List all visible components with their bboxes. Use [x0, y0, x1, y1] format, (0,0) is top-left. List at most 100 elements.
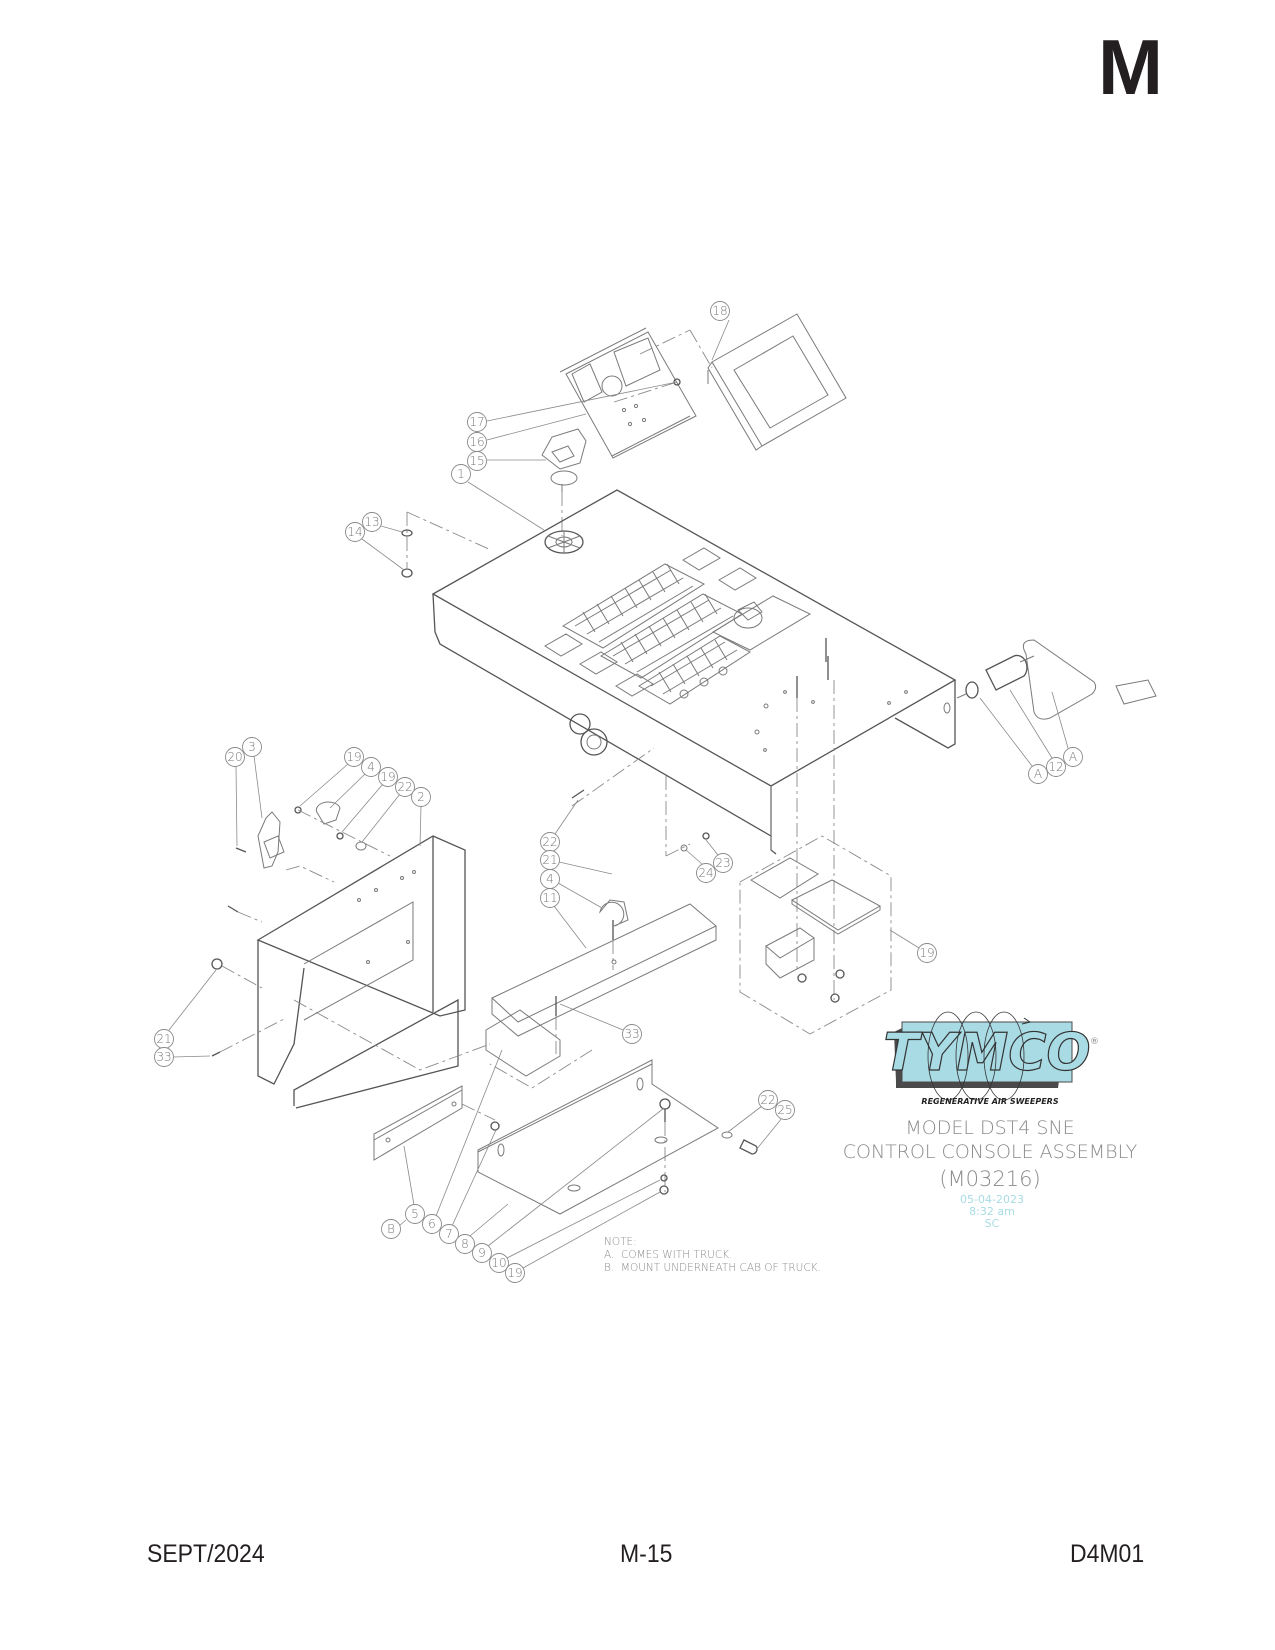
callout-circle: [467, 451, 487, 471]
callout-bubble: B: [381, 1219, 401, 1239]
notes-heading: NOTE:: [604, 1236, 637, 1248]
callout-circle: [467, 412, 487, 432]
callout-bubble: 10: [489, 1253, 509, 1273]
callout-circle: [1028, 764, 1048, 784]
callout-label: 4: [367, 760, 375, 774]
callout-label: 17: [469, 415, 484, 429]
callout-bubble: 15: [467, 451, 487, 471]
callout-label: 19: [507, 1266, 522, 1280]
callout-circle: [713, 853, 733, 873]
lower-angle-bracket: [373, 1085, 500, 1161]
callout-label: 20: [227, 750, 242, 764]
callout-label: 19: [346, 750, 361, 764]
callout-label: 14: [347, 525, 362, 539]
callout-circle: [472, 1243, 492, 1263]
callout-label: 22: [760, 1093, 775, 1107]
callout-label: 13: [364, 515, 379, 529]
callout-circle: [381, 1219, 401, 1239]
callout-circle: [439, 1224, 459, 1244]
stamp-date: 05-04-2023: [960, 1193, 1024, 1206]
assembly-name: CONTROL CONSOLE ASSEMBLY: [843, 1141, 1138, 1163]
callout-label: 6: [428, 1217, 436, 1231]
section-letter: M: [1098, 23, 1163, 111]
callout-circle: [917, 943, 937, 963]
callout-bubble: 6: [422, 1214, 442, 1234]
callout-circle: [225, 747, 245, 767]
callout-bubble: 7: [439, 1224, 459, 1244]
callout-label: B: [387, 1222, 395, 1236]
console-mount-hardware: [401, 511, 492, 578]
callout-label: 19: [919, 946, 934, 960]
callout-label: 24: [698, 866, 713, 880]
callout-circle: [395, 777, 415, 797]
mounting-bracket: [211, 835, 491, 1109]
callout-bubble: 4: [361, 757, 381, 777]
callout-label: 22: [542, 835, 557, 849]
callout-bubble: 14: [345, 522, 365, 542]
callout-bubble: 4: [540, 869, 560, 889]
callout-circle: [540, 888, 560, 908]
callout-bubble: 33: [622, 1024, 642, 1044]
callout-label: 9: [478, 1246, 486, 1260]
callout-circle: [696, 863, 716, 883]
callout-label: 4: [546, 872, 554, 886]
callout-label: 25: [777, 1103, 792, 1117]
callout-label: 19: [380, 770, 395, 784]
callout-bubble: 23: [713, 853, 733, 873]
callout-circle: [489, 1253, 509, 1273]
callout-bubble: 11: [540, 888, 560, 908]
assembly-part-number: (M03216): [939, 1167, 1040, 1191]
callout-label: 16: [469, 435, 484, 449]
callout-circle: [775, 1100, 795, 1120]
callout-circle: [710, 301, 730, 321]
callout-label: 7: [445, 1227, 453, 1241]
callout-bubble: 9: [472, 1243, 492, 1263]
relay-box: [739, 835, 892, 1035]
callout-circle: [622, 1024, 642, 1044]
callout-bubble: 22: [540, 832, 560, 852]
callout-label: 33: [624, 1027, 639, 1041]
stamp-time: 8:32 am: [969, 1205, 1015, 1218]
clamp-hardware: [294, 801, 391, 857]
callout-label: 12: [1048, 760, 1063, 774]
callout-circle: [361, 757, 381, 777]
note-b: B. MOUNT UNDERNEATH CAB OF TRUCK.: [604, 1262, 821, 1274]
callout-circle: [1046, 757, 1066, 777]
callout-bubble: 13: [362, 512, 382, 532]
callout-label: 3: [248, 740, 256, 754]
callout-circle: [505, 1263, 525, 1283]
callout-bubble: 5: [405, 1204, 425, 1224]
callout-label: 15: [469, 454, 484, 468]
swivel-mount: [541, 428, 587, 536]
callout-bubble: 12: [1046, 757, 1066, 777]
logo-wordmark: TYMCO: [883, 1023, 1090, 1083]
callout-label: 1: [457, 467, 465, 481]
stamp-initials: SC: [985, 1217, 1000, 1230]
callout-label: 2: [417, 790, 425, 804]
callout-circle: [411, 787, 431, 807]
callout-bubble: 21: [154, 1029, 174, 1049]
callout-label: 8: [461, 1237, 469, 1251]
callout-label: 21: [542, 853, 557, 867]
callout-bubble: A: [1028, 764, 1048, 784]
callout-bubble: 21: [540, 850, 560, 870]
callout-label: 11: [542, 891, 557, 905]
callout-bubble: 22: [395, 777, 415, 797]
lower-mount-angle: [477, 1049, 758, 1215]
callout-circle: [422, 1214, 442, 1234]
callout-bubble: 19: [505, 1263, 525, 1283]
callout-bubble: 3: [242, 737, 262, 757]
callout-bubble: 24: [696, 863, 716, 883]
callout-bubble: 19: [917, 943, 937, 963]
leader-lines: [168, 319, 1069, 1269]
note-a: A. COMES WITH TRUCK.: [604, 1249, 732, 1261]
callout-circle: [455, 1234, 475, 1254]
footer-doc-code: D4M01: [1070, 1540, 1145, 1568]
display-screen: [707, 313, 847, 451]
callout-circle: [154, 1047, 174, 1067]
callout-bubble: 16: [467, 432, 487, 452]
callout-bubble: 19: [344, 747, 364, 767]
callout-bubble: 18: [710, 301, 730, 321]
